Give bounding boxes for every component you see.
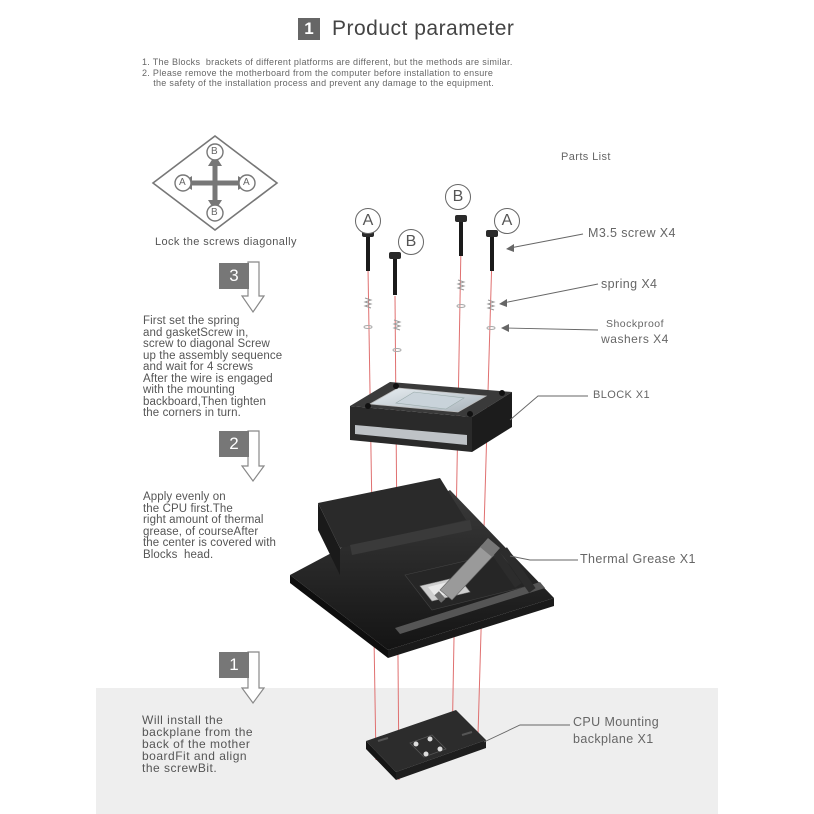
springs — [363, 279, 496, 331]
step-arrow-1 — [240, 651, 266, 705]
step-arrow-2 — [240, 430, 266, 483]
step-2-badge: 2 — [219, 431, 249, 457]
lock-marker-a-left: A — [179, 177, 186, 188]
part-label-thermal-grease: Thermal Grease X1 — [580, 552, 696, 566]
note-line-2: 2. Please remove the motherboard from th… — [142, 67, 494, 78]
backplane — [366, 710, 486, 780]
step-1-badge: 1 — [219, 652, 249, 678]
lock-marker-b-top: B — [211, 146, 218, 157]
callout-lines — [483, 233, 599, 743]
callout-arrowheads — [499, 244, 514, 332]
screw-marker-b-right: B — [445, 184, 471, 210]
shockproof-washers — [363, 304, 496, 352]
screw-a-right — [486, 230, 498, 271]
screw-a-left — [362, 230, 374, 271]
part-label-washers-line2: washers X4 — [601, 332, 669, 346]
step-3-badge: 3 — [219, 263, 249, 289]
part-label-washers: Shockproof washers X4 — [600, 317, 670, 347]
motherboard — [290, 478, 554, 658]
lock-diagram-caption: Lock the screws diagonally — [155, 236, 297, 248]
part-label-backplane: CPU Mounting backplane X1 — [573, 714, 659, 748]
part-label-washers-line1: Shockproof — [605, 318, 665, 330]
part-label-backplane-line2: backplane X1 — [573, 732, 654, 746]
diagonal-lock-diagram — [151, 134, 279, 232]
step-1-text: Will install the backplane from the back… — [142, 713, 254, 775]
screw-marker-a-left: A — [355, 208, 381, 234]
screw-marker-a-right: A — [494, 208, 520, 234]
note-line-3: the safety of the installation process a… — [142, 78, 495, 88]
screw-b-left — [389, 252, 401, 295]
part-label-screw: M3.5 screw X4 — [588, 226, 676, 240]
step-3-text: First set the spring and gasketScrew in,… — [143, 315, 283, 419]
lock-marker-b-bottom: B — [211, 207, 218, 218]
lock-marker-a-right: A — [243, 177, 250, 188]
installation-notes: 1. The Blocks brackets of different plat… — [142, 57, 513, 89]
part-label-spring: spring X4 — [601, 277, 658, 291]
part-label-backplane-line1: CPU Mounting — [573, 715, 660, 729]
part-label-block: BLOCK X1 — [593, 389, 651, 401]
screw-marker-b-left: B — [398, 229, 424, 255]
screw-b-right — [455, 215, 467, 256]
parts-list-heading: Parts List — [561, 151, 611, 163]
step-2-text: Apply evenly on the CPU first.The right … — [143, 491, 276, 561]
page-title: Product parameter — [332, 17, 515, 40]
water-block — [350, 382, 512, 452]
step-arrow-3 — [240, 261, 266, 314]
thermal-grease-syringe — [434, 538, 500, 603]
header-step-badge: 1 — [298, 18, 320, 40]
page-header: 1 Product parameter — [298, 14, 514, 44]
note-line-1: 1. The Blocks brackets of different plat… — [142, 57, 513, 67]
